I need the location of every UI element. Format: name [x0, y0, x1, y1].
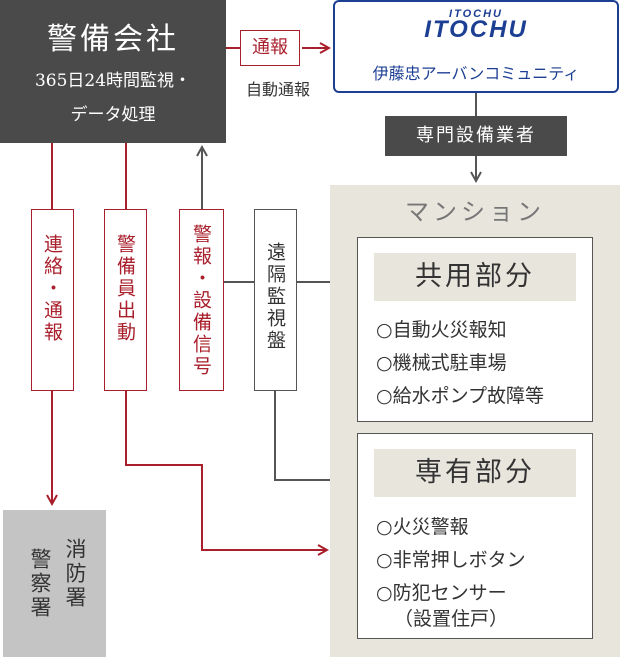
private-item-security-sensor: ○防犯センサー — [376, 582, 507, 604]
police-fire-box: 消防署 警察署 — [3, 510, 106, 657]
private-item-fire-alarm: ○火災警報 — [376, 516, 469, 538]
common-item-water-pump: ○給水ポンプ故障等 — [376, 385, 545, 407]
common-item-parking: ○機械式駐車場 — [376, 352, 507, 374]
itochu-logo-small: ITOCHU — [449, 8, 503, 20]
common-area-title: 共用部分 — [374, 253, 576, 301]
line-monitor-to-private — [274, 390, 357, 481]
security-company-title: 警備会社 — [47, 22, 179, 57]
guard-dispatch-box: 警備員出動 — [104, 209, 147, 391]
private-item-emergency-button: ○非常押しボタン — [376, 549, 526, 571]
report-box: 通報 — [240, 30, 300, 66]
itochu-logo: ITOCHU — [424, 16, 528, 43]
guard-dispatch-label: 警備員出動 — [114, 234, 136, 344]
security-desc-line2: データ処理 — [70, 105, 156, 125]
itochu-box: ITOCHU ITOCHU 伊藤忠アーバンコミュニティ — [333, 0, 619, 93]
security-company-box: 警備会社 365日24時間監視・ データ処理 — [0, 0, 226, 143]
common-item-fire-alarm: ○自動火災報知 — [376, 319, 507, 341]
itochu-company-name: 伊藤忠アーバンコミュニティ — [372, 64, 580, 83]
remote-monitor-label: 遠隔監視盤 — [264, 242, 286, 352]
fire-station-label: 消防署 — [63, 538, 87, 610]
alarm-signal-box: 警報・設備信号 — [179, 209, 224, 391]
private-item-note: （設置住戸） — [394, 608, 509, 630]
police-station-label: 警察署 — [28, 548, 52, 620]
alarm-signal-label: 警報・設備信号 — [190, 224, 212, 378]
mansion-title: マンション — [405, 198, 545, 226]
auto-report-label: 自動通報 — [245, 80, 310, 99]
contact-report-label: 連絡・通報 — [41, 234, 63, 344]
remote-monitor-box: 遠隔監視盤 — [254, 209, 297, 391]
specialist-contractor-box: 専門設備業者 — [385, 116, 567, 156]
contact-report-box: 連絡・通報 — [31, 209, 74, 391]
security-company-desc: 365日24時間監視・ データ処理 — [0, 64, 226, 132]
security-desc-line1: 365日24時間監視・ — [34, 71, 192, 91]
private-area-title: 専有部分 — [374, 449, 576, 497]
common-area-box: 共用部分 ○自動火災報知 ○機械式駐車場 ○給水ポンプ故障等 — [357, 237, 593, 422]
private-area-box: 専有部分 ○火災警報 ○非常押しボタン ○防犯センサー （設置住戸） — [357, 433, 593, 639]
